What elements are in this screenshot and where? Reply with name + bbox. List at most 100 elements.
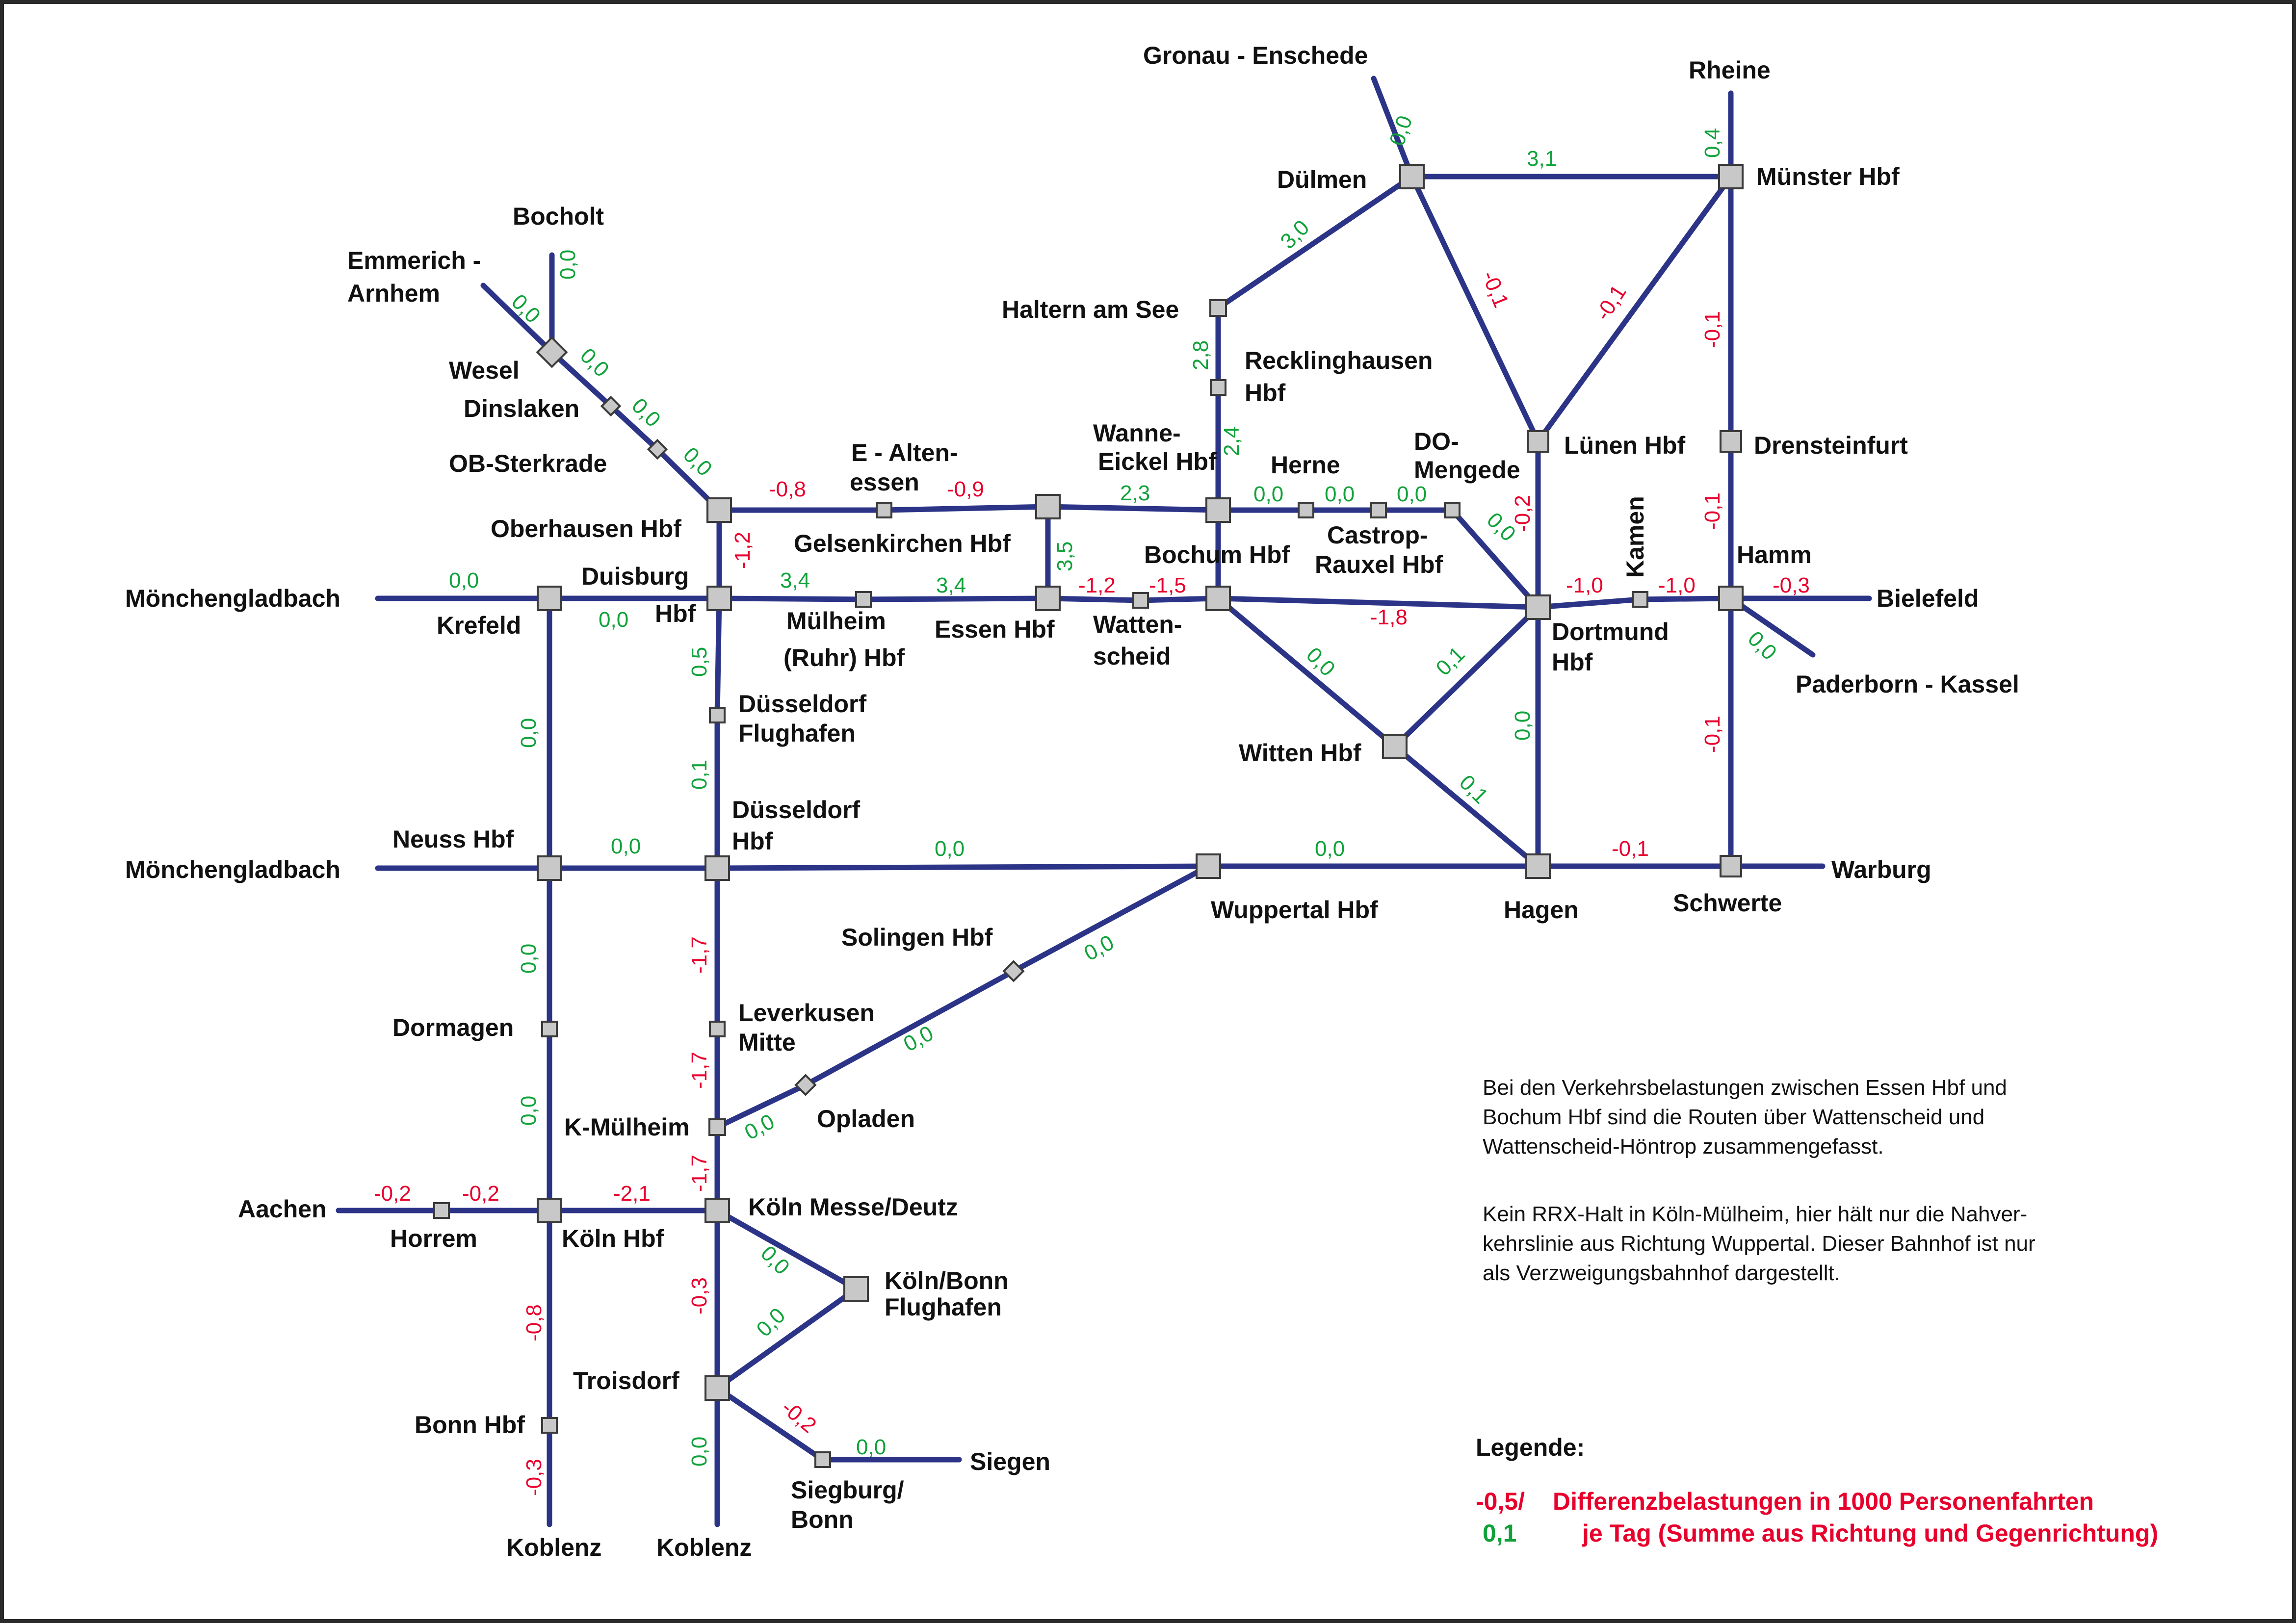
- label-dormagen: Dormagen: [392, 1014, 514, 1041]
- value-dormagen-koeln: 0,0: [517, 1096, 541, 1126]
- label-hagen: Hagen: [1504, 896, 1579, 924]
- station-node-oberhausen: [706, 497, 732, 523]
- label-moenchengladbach-2: Mönchengladbach: [125, 856, 340, 883]
- value-wattenscheid-bochum: -1,5: [1149, 573, 1186, 597]
- station-node-wesel: [536, 336, 568, 368]
- station-node-flughafen: [709, 707, 726, 723]
- label-siegburg-2: Bonn: [791, 1506, 854, 1533]
- track-duelmen-luenen: [1409, 174, 1541, 444]
- legend-text-line-2: je Tag (Summe aus Richtung und Gegenrich…: [1582, 1520, 2158, 1547]
- note-2-line-1: Kein RRX-Halt in Köln-Mülheim, hier hält…: [1483, 1202, 2027, 1226]
- station-node-kamen: [1632, 591, 1648, 608]
- label-haltern: Haltern am See: [1002, 296, 1179, 323]
- track-wattenscheid-bochum: [1138, 595, 1221, 603]
- value-luenen-dortmund: -0,2: [1511, 495, 1535, 532]
- station-node-koeln: [537, 1198, 562, 1223]
- legend: Legende: -0,5/ 0,1 Differenzbelastungen …: [1476, 1434, 2158, 1547]
- station-node-messe: [704, 1198, 730, 1223]
- notes: Bei den Verkehrsbelastungen zwischen Ess…: [1483, 1076, 2035, 1285]
- value-bocholt: 0,0: [556, 250, 580, 280]
- label-wanne-2: Eickel Hbf: [1098, 448, 1217, 475]
- value-muenster-rheine: 0,4: [1700, 128, 1724, 158]
- label-bielefeld: Bielefeld: [1877, 585, 1979, 612]
- value-duelmen-muenster: 3,1: [1527, 147, 1557, 171]
- label-castrop-2: Rauxel Hbf: [1315, 551, 1443, 578]
- station-labels: Oberhausen Hbf OB-Sterkrade Dinslaken We…: [125, 42, 2019, 1561]
- label-castrop-1: Castrop-: [1327, 521, 1428, 549]
- value-krefeld-mg: 0,0: [599, 608, 628, 632]
- value-duesseldorf-wuppertal: 0,0: [935, 837, 965, 861]
- value-kmuelheim-messe: -1,7: [687, 1155, 711, 1192]
- station-node-krefeld: [537, 586, 562, 611]
- label-e-altenessen-2: essen: [850, 468, 919, 496]
- value-herne-castrop: 0,0: [1325, 482, 1355, 506]
- station-node-dormagen: [541, 1021, 558, 1037]
- label-duelmen: Dülmen: [1277, 166, 1367, 193]
- label-bonn: Bonn Hbf: [415, 1411, 525, 1439]
- station-node-opladen: [794, 1074, 817, 1096]
- station-node-dortmund: [1525, 594, 1551, 620]
- value-dortmund-kamen: -1,0: [1566, 573, 1603, 597]
- track-wuppertal-solingen: [1011, 863, 1211, 974]
- value-oberhausen-duisburg: -1,2: [731, 532, 755, 569]
- station-node-kmuelheim: [708, 1118, 726, 1136]
- track-muelheim-essen: [861, 595, 1051, 602]
- label-wuppertal: Wuppertal Hbf: [1211, 896, 1378, 924]
- track-duisburg-muelheim: [716, 595, 866, 602]
- label-aachen: Aachen: [238, 1195, 327, 1223]
- label-moenchengladbach-1: Mönchengladbach: [125, 585, 340, 612]
- station-node-muenster: [1718, 164, 1744, 189]
- label-wattenscheid-2: scheid: [1093, 643, 1171, 670]
- station-node-leverkusen: [709, 1021, 726, 1037]
- station-node-horrem: [433, 1202, 450, 1219]
- value-duisburg-muelheim: 3,4: [780, 568, 810, 593]
- label-muelheim-2: (Ruhr) Hbf: [783, 644, 905, 671]
- value-flughafen-duesseldorf: 0,1: [687, 760, 711, 790]
- value-altenessen-gelsenkirchen: -0,9: [947, 477, 984, 501]
- label-gronau: Gronau - Enschede: [1143, 42, 1368, 69]
- track-duesseldorf-wuppertal: [714, 863, 1211, 871]
- note-2-line-3: als Verzweigungsbahnhof dargestellt.: [1483, 1261, 1840, 1285]
- value-bochum-dortmund: -1,8: [1370, 605, 1408, 629]
- label-paderborn: Paderborn - Kassel: [1796, 670, 2019, 698]
- value-neuss-duesseldorf: 0,0: [611, 834, 641, 858]
- value-hamm-bielefeld: -0,3: [1773, 573, 1810, 597]
- label-do-mengede-1: DO-: [1414, 428, 1459, 455]
- note-2-line-2: kehrslinie aus Richtung Wuppertal. Diese…: [1483, 1232, 2035, 1256]
- label-duesseldorf-1: Düsseldorf: [732, 796, 861, 824]
- value-duesseldorf-leverkusen: -1,7: [687, 936, 711, 974]
- label-opladen: Opladen: [817, 1105, 915, 1133]
- track-gelsenkirchen-wanne: [1045, 504, 1221, 513]
- label-luenen: Lünen Hbf: [1564, 432, 1686, 459]
- label-herne: Herne: [1271, 451, 1340, 479]
- value-wuppertal-hagen: 0,0: [1315, 837, 1345, 861]
- track-witten-dortmund: [1392, 604, 1541, 749]
- label-muenster: Münster Hbf: [1756, 163, 1900, 190]
- label-k-muelheim: K-Mülheim: [564, 1113, 690, 1141]
- label-siegburg-1: Siegburg/: [791, 1476, 904, 1504]
- label-oberhausen: Oberhausen Hbf: [491, 515, 681, 542]
- value-messe-troisdorf: -0,3: [687, 1277, 711, 1314]
- value-emmerich: 0,0: [507, 289, 545, 328]
- value-hamm-schwerte: -0,1: [1700, 716, 1724, 753]
- track-witten-hagen: [1392, 744, 1541, 869]
- label-warburg: Warburg: [1831, 856, 1931, 883]
- track-sterkrade-dinslaken: [608, 403, 660, 452]
- label-do-mengede-2: Mengede: [1414, 456, 1520, 484]
- value-gelsenkirchen-wanne: 2,3: [1120, 481, 1150, 505]
- value-krefeld-neuss: 0,0: [517, 718, 541, 748]
- value-koeln-messe: -2,1: [613, 1182, 651, 1206]
- track-dinslaken-wesel: [549, 349, 614, 409]
- value-wanne-herne: 0,0: [1253, 482, 1283, 506]
- label-witten: Witten Hbf: [1239, 739, 1361, 767]
- track-wesel-emmerich_end: [480, 283, 555, 355]
- value-solingen-opladen: 0,0: [900, 1021, 938, 1056]
- station-node-altenessen: [876, 502, 892, 518]
- station-node-wuppertal: [1196, 853, 1221, 879]
- value-castrop-mengede: 0,0: [1397, 482, 1427, 506]
- value-gelsenkirchen-essen: 3,5: [1053, 541, 1077, 571]
- label-dortmund-2: Hbf: [1552, 648, 1593, 676]
- track-koelnbonn-troisdorf: [714, 1286, 859, 1391]
- label-dortmund-1: Dortmund: [1552, 618, 1669, 645]
- label-drensteinfurt: Drensteinfurt: [1754, 432, 1908, 459]
